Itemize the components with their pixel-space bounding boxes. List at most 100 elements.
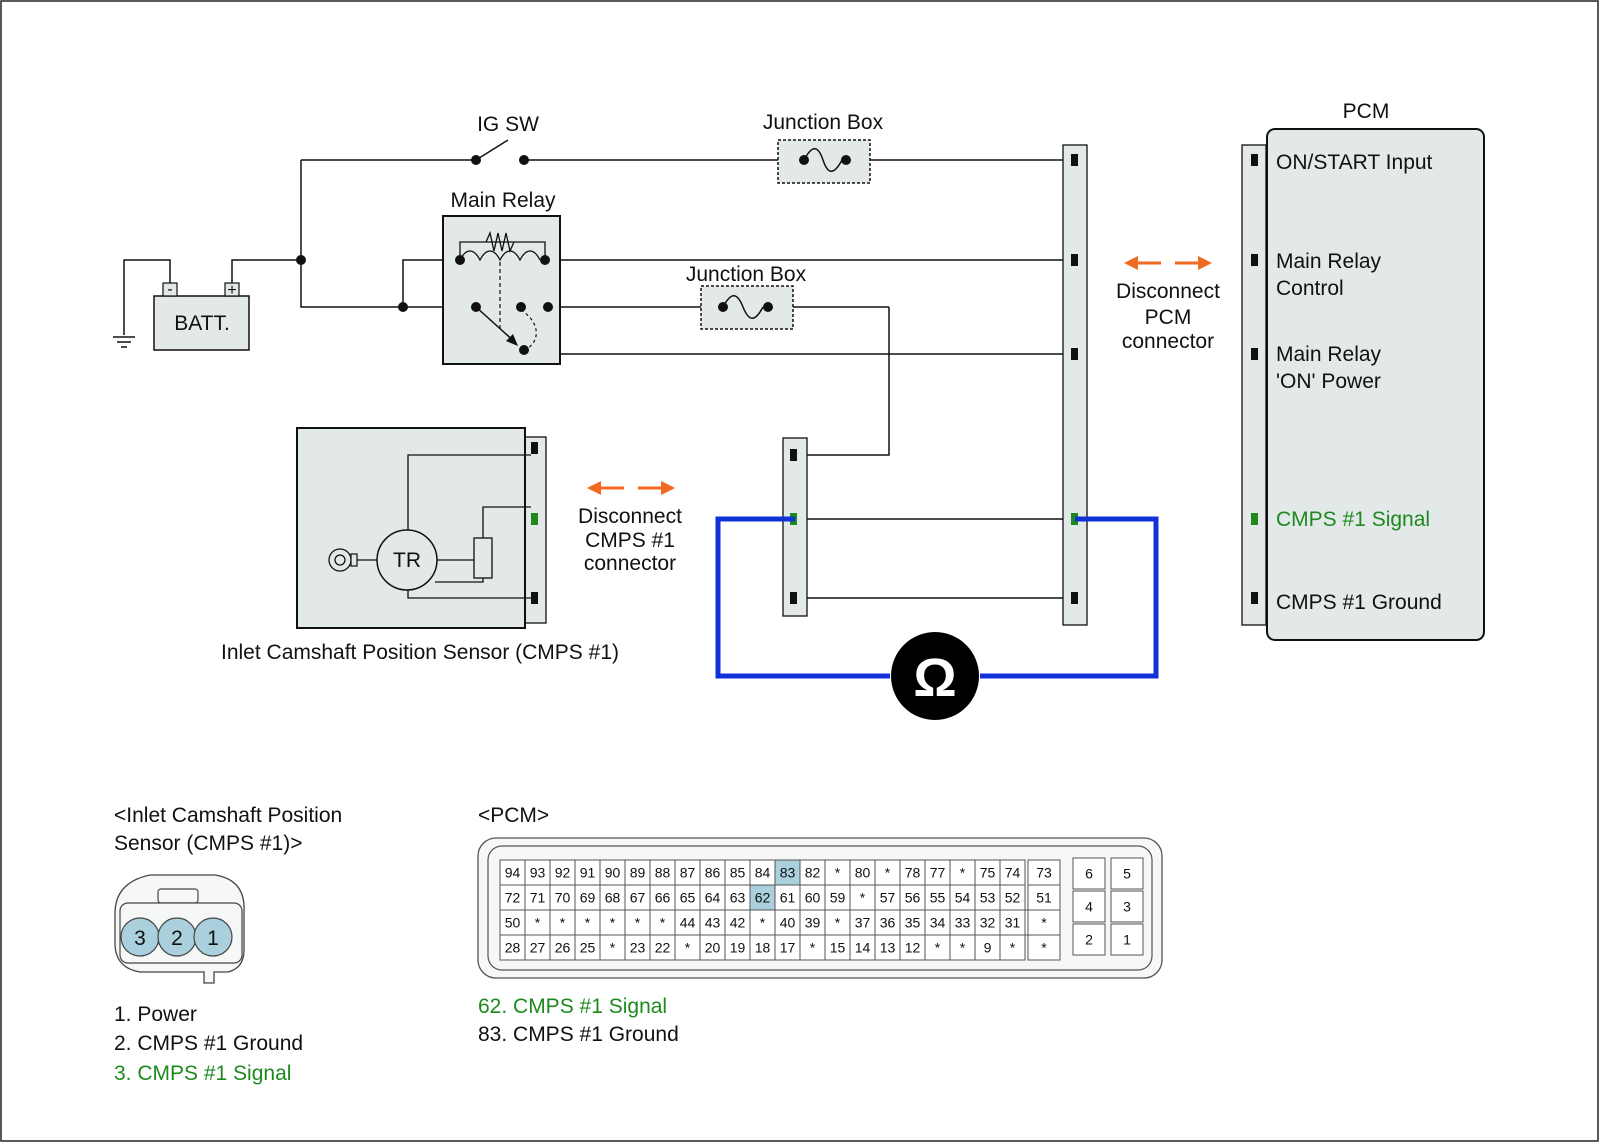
- ohm-symbol: Ω: [913, 648, 956, 708]
- pcm-pin: 82: [805, 865, 821, 881]
- pcm-small-pin-cell: [1110, 890, 1144, 923]
- pcm-small-pin-cell: [1072, 923, 1106, 956]
- pcm-pin-cell: [849, 884, 876, 911]
- pcm-pin-cell: [699, 859, 726, 886]
- pcm-pin: 51: [1036, 890, 1052, 906]
- pcm-small-pin: 4: [1085, 899, 1093, 915]
- pcm-pin: 39: [805, 915, 821, 931]
- pcm-small-pin: 5: [1123, 866, 1131, 882]
- pcm-pin: 90: [605, 865, 621, 881]
- pcm-pin: *: [660, 915, 666, 931]
- pcm-pin: *: [935, 940, 941, 956]
- battery-positive-label: +: [227, 282, 236, 299]
- pcm-pin-cell: [1027, 884, 1061, 911]
- disconnect-pcm-label-3: connector: [1122, 330, 1214, 353]
- main-relay: Main Relay: [442, 189, 561, 365]
- pcm-pin: 55: [930, 890, 946, 906]
- pcm-pin: 92: [555, 865, 571, 881]
- sensor-connector-title-2: Sensor (CMPS #1)>: [114, 832, 303, 855]
- pcm-pin: 60: [805, 890, 821, 906]
- pcm-pin: 28: [505, 940, 521, 956]
- disconnect-cmps-arrows: [587, 481, 675, 495]
- pcm-pin: *: [535, 915, 541, 931]
- pcm-pin: 61: [780, 890, 796, 906]
- pcm-pin: 84: [755, 865, 771, 881]
- pcm-pin: *: [635, 915, 641, 931]
- pcm-pin: 69: [580, 890, 596, 906]
- pcm-pin-main-relay-control-2: Control: [1276, 277, 1344, 300]
- pcm-pin-cell: [774, 884, 801, 911]
- pcm-pin-main-relay-control-1: Main Relay: [1276, 250, 1382, 273]
- pcm-pin: 27: [530, 940, 546, 956]
- pcm-pin-cell: [724, 884, 751, 911]
- pcm-pin: 87: [680, 865, 696, 881]
- pcm-pin-cell: [774, 909, 801, 936]
- pcm-pin: 68: [605, 890, 621, 906]
- ignition-switch: IG SW: [471, 113, 539, 165]
- pcm-pin: 73: [1036, 865, 1052, 881]
- pcm-pin-cell: [924, 909, 951, 936]
- pcm-pin-on-start: ON/START Input: [1276, 151, 1433, 174]
- pcm-pin: 77: [930, 865, 946, 881]
- pcm-pin-cmps-ground: CMPS #1 Ground: [1276, 591, 1442, 614]
- wires: [113, 139, 1075, 599]
- pcm-pin: 33: [955, 915, 971, 931]
- pcm-pin: 86: [705, 865, 721, 881]
- pcm-pin-cell: [749, 934, 776, 961]
- pcm-pin: *: [560, 915, 566, 931]
- pcm-pin-cell: [999, 859, 1026, 886]
- pcm-pin: 54: [955, 890, 971, 906]
- pcm-pin: 62: [755, 890, 771, 906]
- pcm-pin: 22: [655, 940, 671, 956]
- pcm-pin: 50: [505, 915, 521, 931]
- pcm-small-pin: 6: [1085, 866, 1093, 882]
- pcm-pin: *: [885, 865, 891, 881]
- pcm-pin: 94: [505, 865, 521, 881]
- pcm-pin: *: [835, 915, 841, 931]
- pcm-small-pin-cell: [1072, 857, 1106, 890]
- pcm-pin-cell: [649, 934, 676, 961]
- pcm-pin: 13: [880, 940, 896, 956]
- pcm-pin: *: [835, 865, 841, 881]
- pcm-pin: 93: [530, 865, 546, 881]
- pcm-pin: 17: [780, 940, 796, 956]
- harness-connector-sensor: [782, 437, 808, 617]
- ohmmeter-icon: Ω: [891, 632, 979, 720]
- pcm-pin: 44: [680, 915, 696, 931]
- pcm-pin-main-relay-power-2: 'ON' Power: [1276, 370, 1381, 393]
- pcm-pin: *: [1010, 940, 1016, 956]
- main-relay-label: Main Relay: [450, 189, 556, 212]
- sensor-legend-2: 2. CMPS #1 Ground: [114, 1032, 303, 1055]
- pcm-pin: 57: [880, 890, 896, 906]
- junction-box-mid-label: Junction Box: [686, 263, 807, 286]
- pcm-pin: 19: [730, 940, 746, 956]
- pcm-pin: 14: [855, 940, 871, 956]
- camshaft-sensor: TR Inlet Camshaft Position Sensor (CMPS …: [221, 427, 619, 664]
- disconnect-cmps-label-1: Disconnect: [578, 505, 682, 528]
- sensor-caption: Inlet Camshaft Position Sensor (CMPS #1): [221, 641, 619, 664]
- pcm-pin: *: [810, 940, 816, 956]
- pcm-pin-cell: [649, 884, 676, 911]
- junction-box-top: Junction Box: [763, 111, 884, 184]
- disconnect-pcm-arrows: [1124, 256, 1212, 270]
- pcm-pin: 53: [980, 890, 996, 906]
- pcm-legend-2: 83. CMPS #1 Ground: [478, 1023, 679, 1046]
- pcm-pin: 59: [830, 890, 846, 906]
- pcm-pin-cell: [774, 859, 801, 886]
- pcm-module: PCM ON/START Input Main Relay Control Ma…: [1241, 100, 1485, 641]
- pcm-pin: 37: [855, 915, 871, 931]
- harness-connector-main: [1062, 144, 1088, 626]
- pcm-pin: 20: [705, 940, 721, 956]
- pcm-pin: *: [585, 915, 591, 931]
- pcm-pin: 35: [905, 915, 921, 931]
- ohmmeter-leads: [715, 516, 1159, 679]
- pcm-pin-cell: [974, 934, 1001, 961]
- pcm-pin-cell: [499, 934, 526, 961]
- sensor-legend-1: 1. Power: [114, 1003, 197, 1026]
- pcm-pin-cell: [724, 859, 751, 886]
- disconnect-cmps-label-2: CMPS #1: [585, 529, 675, 552]
- pcm-pin-cell: [649, 909, 676, 936]
